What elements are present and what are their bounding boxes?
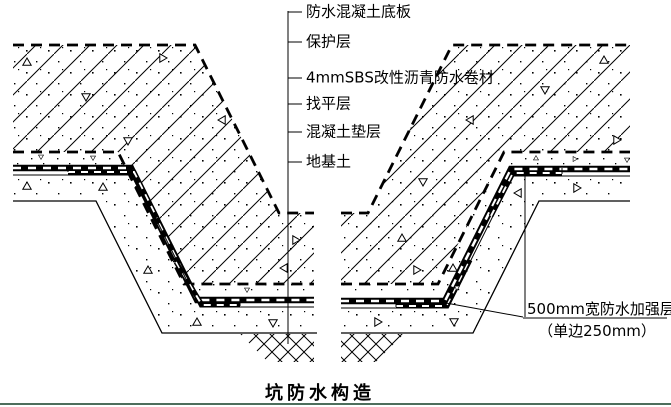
- earth-break-hatch-left: [240, 334, 314, 362]
- soil-boundary-right: [341, 200, 630, 334]
- slab-stipple-left: [13, 45, 314, 284]
- callout-text-line2: （单边250mm）: [538, 322, 656, 340]
- reinforcement-callout: 500mm宽防水加强层 （单边250mm）: [445, 171, 671, 340]
- reinforcement-strip-right-upper-dashes: [490, 172, 562, 217]
- sbs-membrane-right-dashes: [341, 167, 630, 303]
- label-protection-layer: 保护层: [306, 33, 351, 51]
- reinforcement-strip-left-upper-dashes: [68, 171, 158, 219]
- cushion-layer-left: [13, 176, 314, 333]
- slab-bottom-boundary-right: [341, 150, 630, 286]
- slab-stipple-right: [341, 45, 630, 284]
- leveling-layer-line-left: [13, 174, 314, 308]
- label-foundation-soil: 地基土: [306, 153, 351, 171]
- callout-diagonal-leader: [445, 302, 524, 318]
- cushion-layer-right: [341, 176, 630, 333]
- label-concrete-cushion: 混凝土垫层: [306, 123, 381, 141]
- soil-boundary-left: [13, 200, 317, 334]
- callout-text-line1: 500mm宽防水加强层: [527, 300, 671, 318]
- layer-leader: 防水混凝土底板 保护层 4mmSBS改性沥青防水卷材 找平层 混凝土垫层 地基土: [287, 3, 494, 344]
- leveling-layer-line-right: [341, 175, 630, 309]
- slab-top-boundary-left: [13, 43, 314, 215]
- label-leveling-layer: 找平层: [306, 95, 351, 113]
- drawing-title: 坑防水构造: [265, 382, 375, 404]
- left-section: [13, 43, 317, 362]
- reinforcement-strip-right-bottom-dashes: [396, 259, 471, 307]
- earth-break-hatch-right: [341, 334, 404, 362]
- right-section: [341, 43, 630, 362]
- label-waterproof-concrete-slab: 防水混凝土底板: [306, 3, 411, 21]
- label-sbs-membrane: 4mmSBS改性沥青防水卷材: [306, 69, 494, 87]
